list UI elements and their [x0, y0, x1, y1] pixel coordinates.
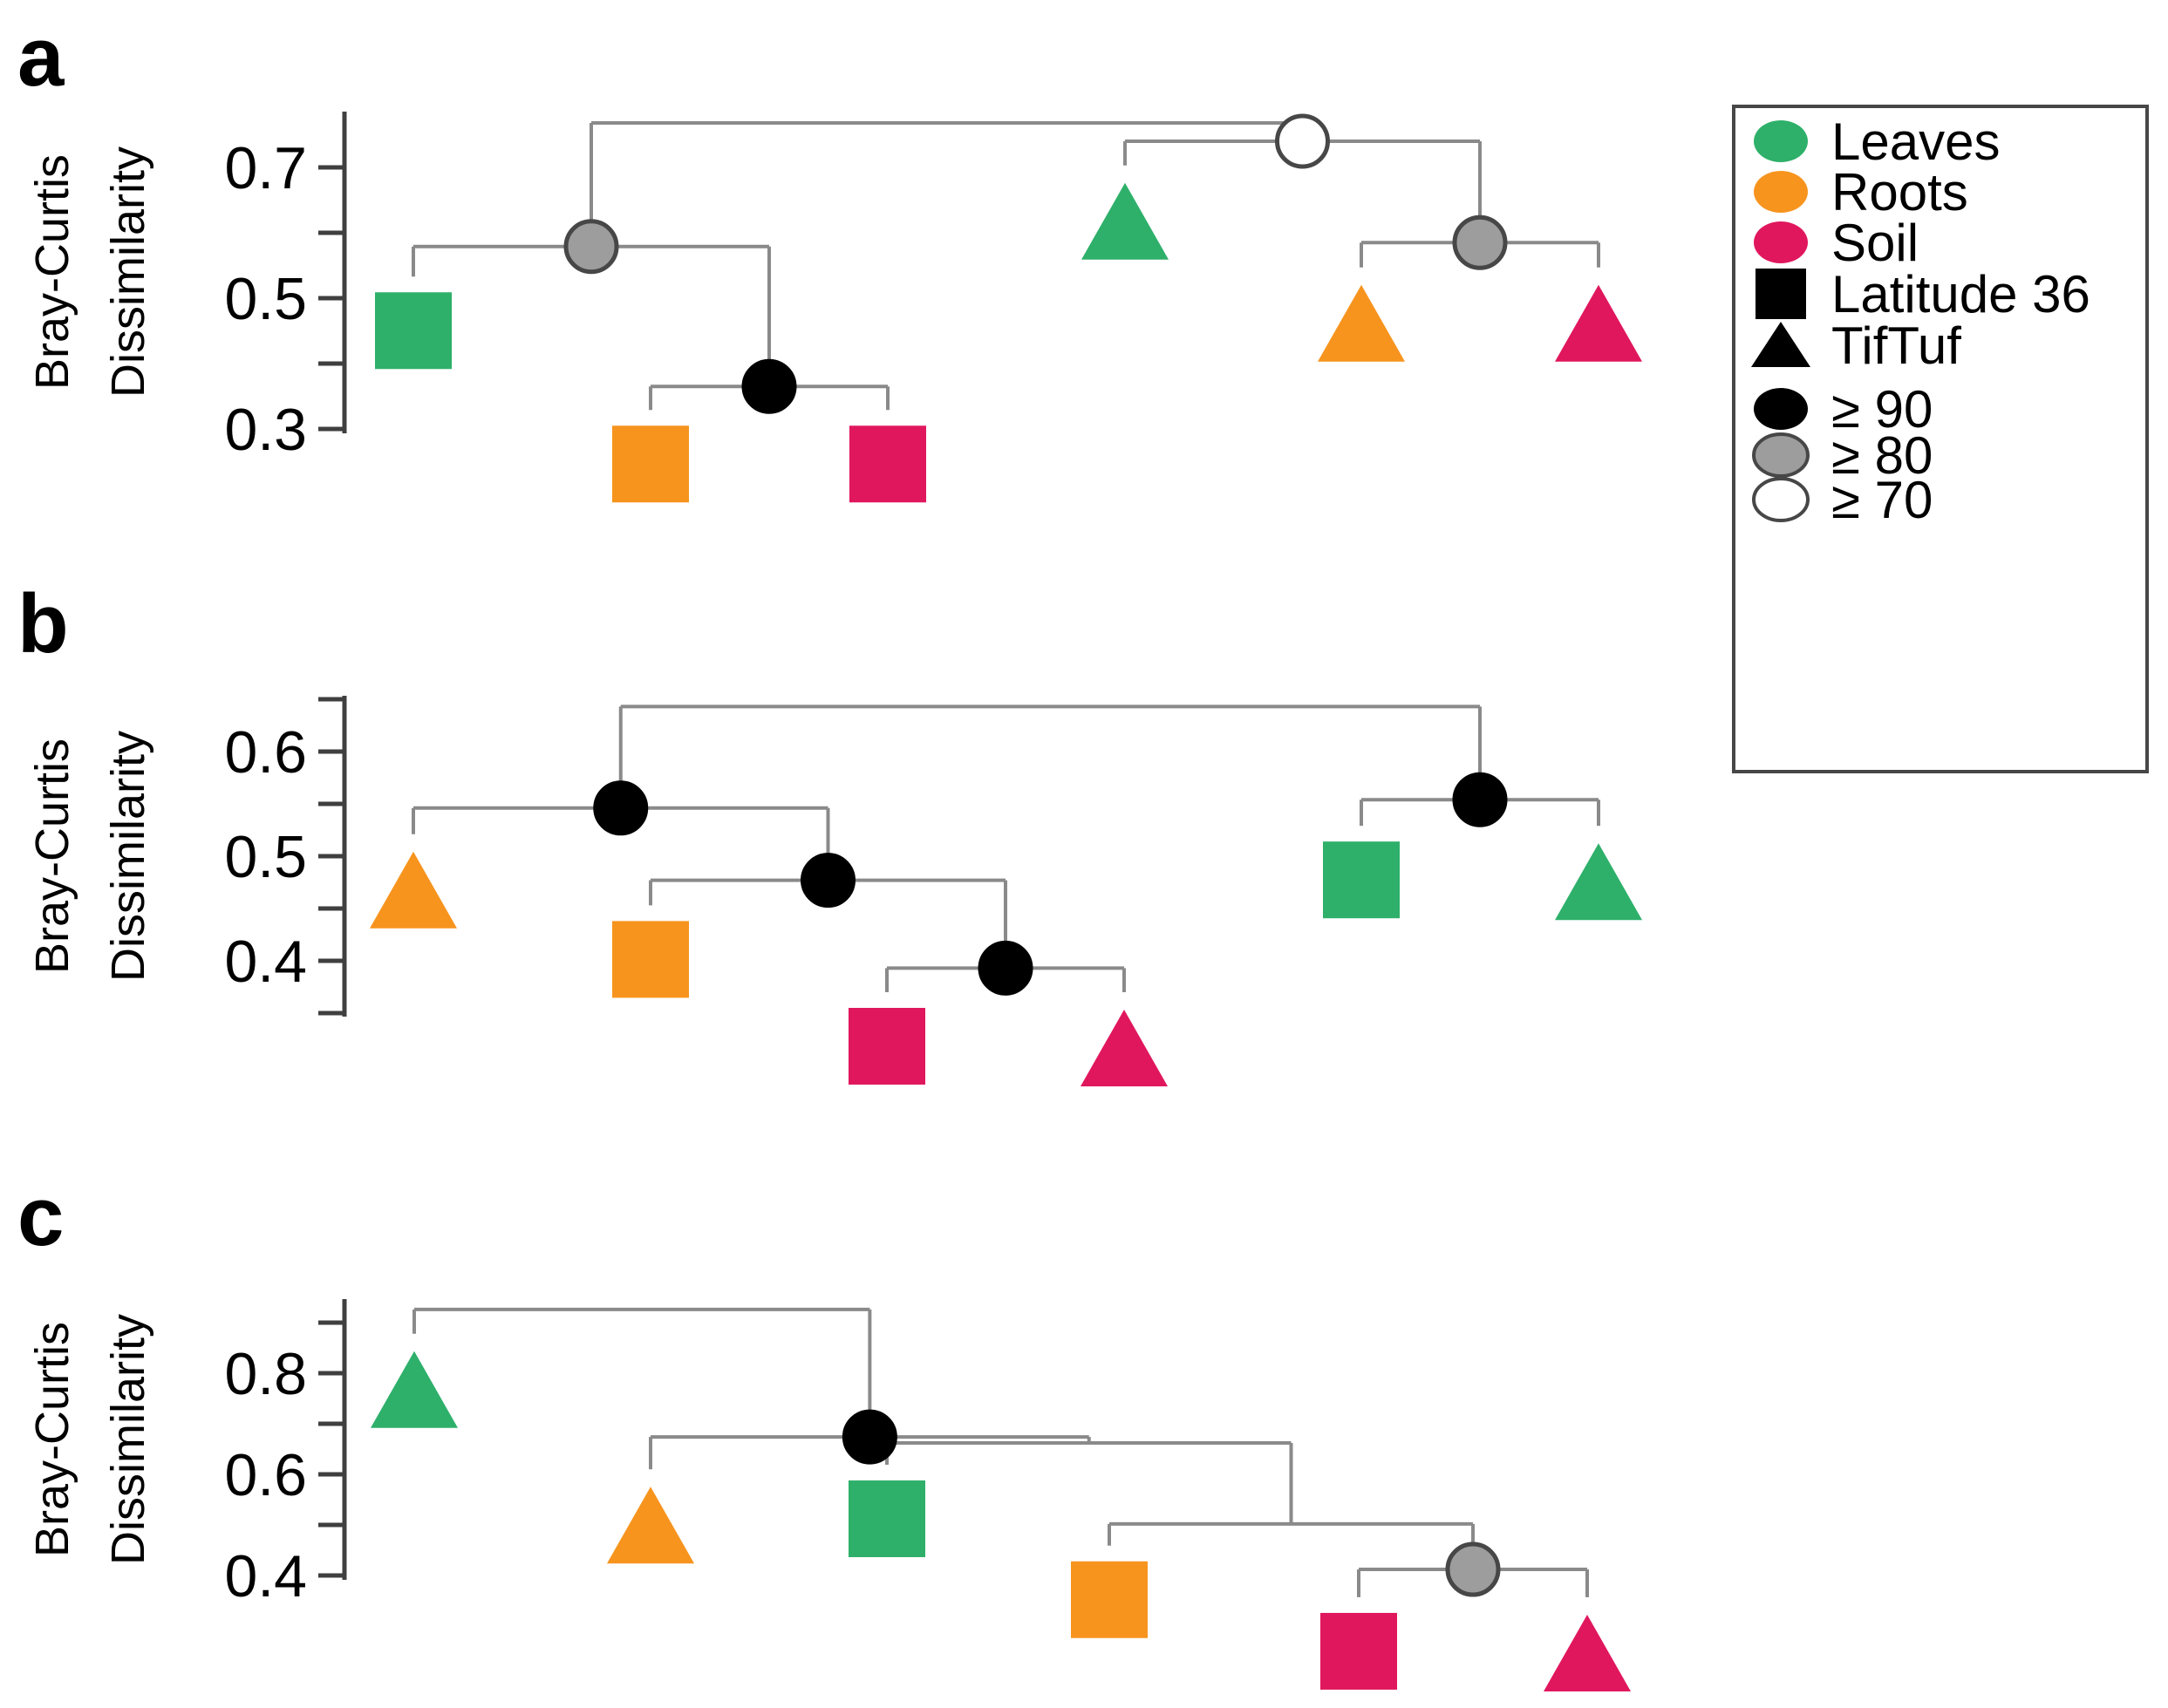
legend-box: [1732, 105, 2149, 773]
leaf-marker-triangle-roots: [370, 851, 457, 929]
legend-marker-circle-black: [1754, 388, 1808, 430]
leaf-marker-square-leaves: [849, 1480, 925, 1557]
panel-letter-b: b: [17, 577, 69, 670]
bootstrap-node-ge80: [1445, 1541, 1501, 1597]
legend-label: ≥ 70: [1831, 471, 1933, 529]
y-axis-title-line2: Dissimilarity: [102, 146, 154, 398]
leaf-marker-triangle-soil: [1544, 1614, 1631, 1691]
y-axis-tick-label: 0.4: [224, 1543, 307, 1609]
y-axis-title-line1: Bray-Curtis: [26, 1322, 78, 1557]
legend-marker-circle-gray: [1752, 432, 1810, 478]
bootstrap-node-ge90: [741, 358, 797, 414]
y-axis-tick-label: 0.6: [224, 1442, 307, 1508]
leaf-marker-triangle-leaves: [1081, 182, 1169, 260]
bootstrap-node-ge70: [1275, 113, 1330, 169]
legend-marker-square: [1756, 269, 1806, 319]
bootstrap-node-ge90: [801, 853, 856, 908]
y-axis-title-line1: Bray-Curtis: [26, 738, 78, 974]
y-axis-tick-label: 0.5: [224, 824, 307, 890]
leaf-marker-triangle-leaves: [1555, 843, 1642, 921]
leaf-markers: [375, 182, 1642, 503]
support-nodes: [593, 772, 1508, 996]
panel-letter-c: c: [17, 1170, 64, 1263]
y-axis-tick-label: 0.5: [224, 266, 307, 332]
panel-letter-a: a: [17, 10, 65, 104]
legend-marker-circle-roots: [1754, 171, 1808, 213]
leaf-marker-square-roots: [1071, 1561, 1148, 1638]
leaf-marker-triangle-leaves: [371, 1351, 458, 1428]
leaf-marker-square-soil: [849, 425, 926, 503]
leaf-marker-square-soil: [1320, 1612, 1397, 1690]
legend-label: Leaves: [1831, 112, 2000, 171]
y-axis-title-line2: Dissimilarity: [102, 1314, 154, 1565]
legend-label: ≥ 80: [1831, 426, 1933, 485]
bootstrap-node-ge90: [1452, 772, 1508, 827]
leaf-marker-triangle-roots: [1318, 284, 1405, 362]
bootstrap-node-ge90: [593, 780, 649, 836]
leaf-marker-square-roots: [612, 921, 689, 998]
y-axis-tick-label: 0.8: [224, 1341, 307, 1407]
y-axis-tick-label: 0.7: [224, 135, 307, 201]
leaf-markers: [371, 1351, 1631, 1691]
leaf-marker-triangle-roots: [607, 1487, 694, 1564]
bootstrap-node-ge80: [563, 219, 619, 275]
leaf-marker-triangle-soil: [1081, 1010, 1168, 1086]
legend-label: Soil: [1831, 214, 1919, 272]
legend-marker-circle-soil: [1754, 221, 1808, 263]
leaf-marker-square-leaves: [375, 292, 452, 370]
legend-label: ≥ 90: [1831, 380, 1933, 439]
leaf-marker-square-soil: [849, 1008, 925, 1085]
bootstrap-node-ge80: [1452, 214, 1508, 270]
legend-marker-circle-leaves: [1754, 120, 1808, 162]
legend-label: TifTuf: [1831, 316, 1961, 375]
legend-label: Latitude 36: [1831, 265, 2090, 323]
legend-marker-triangle: [1751, 322, 1810, 367]
leaf-markers: [370, 841, 1642, 1086]
support-nodes: [563, 113, 1508, 414]
y-axis-tick-label: 0.4: [224, 929, 307, 995]
support-nodes: [842, 1409, 1501, 1597]
y-axis-tick-label: 0.6: [224, 719, 307, 786]
bootstrap-node-ge90: [978, 940, 1033, 996]
legend-marker-circle-white: [1752, 477, 1810, 522]
leaf-marker-triangle-soil: [1555, 284, 1642, 362]
bootstrap-node-ge90: [842, 1409, 897, 1465]
leaf-marker-square-leaves: [1323, 841, 1400, 919]
leaf-marker-square-roots: [612, 425, 689, 503]
y-axis-title-line1: Bray-Curtis: [26, 154, 78, 390]
y-axis-title-line2: Dissimilarity: [102, 731, 154, 982]
legend-label: Roots: [1831, 163, 1968, 221]
y-axis-tick-label: 0.3: [224, 397, 307, 463]
